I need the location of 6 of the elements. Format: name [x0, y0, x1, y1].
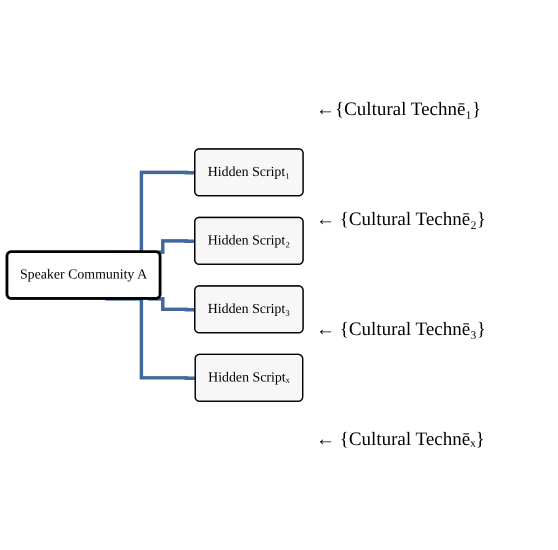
annotation-text: ← {Cultural Technē₂} — [316, 209, 487, 231]
annotation-text: ←{Cultural Technē₁} — [316, 99, 482, 121]
annotation-text: ← {Cultural Technē₃} — [316, 319, 487, 341]
connector — [148, 297, 196, 312]
connector — [105, 297, 196, 380]
annotation-text: ← {Cultural Technēₓ} — [316, 429, 486, 451]
